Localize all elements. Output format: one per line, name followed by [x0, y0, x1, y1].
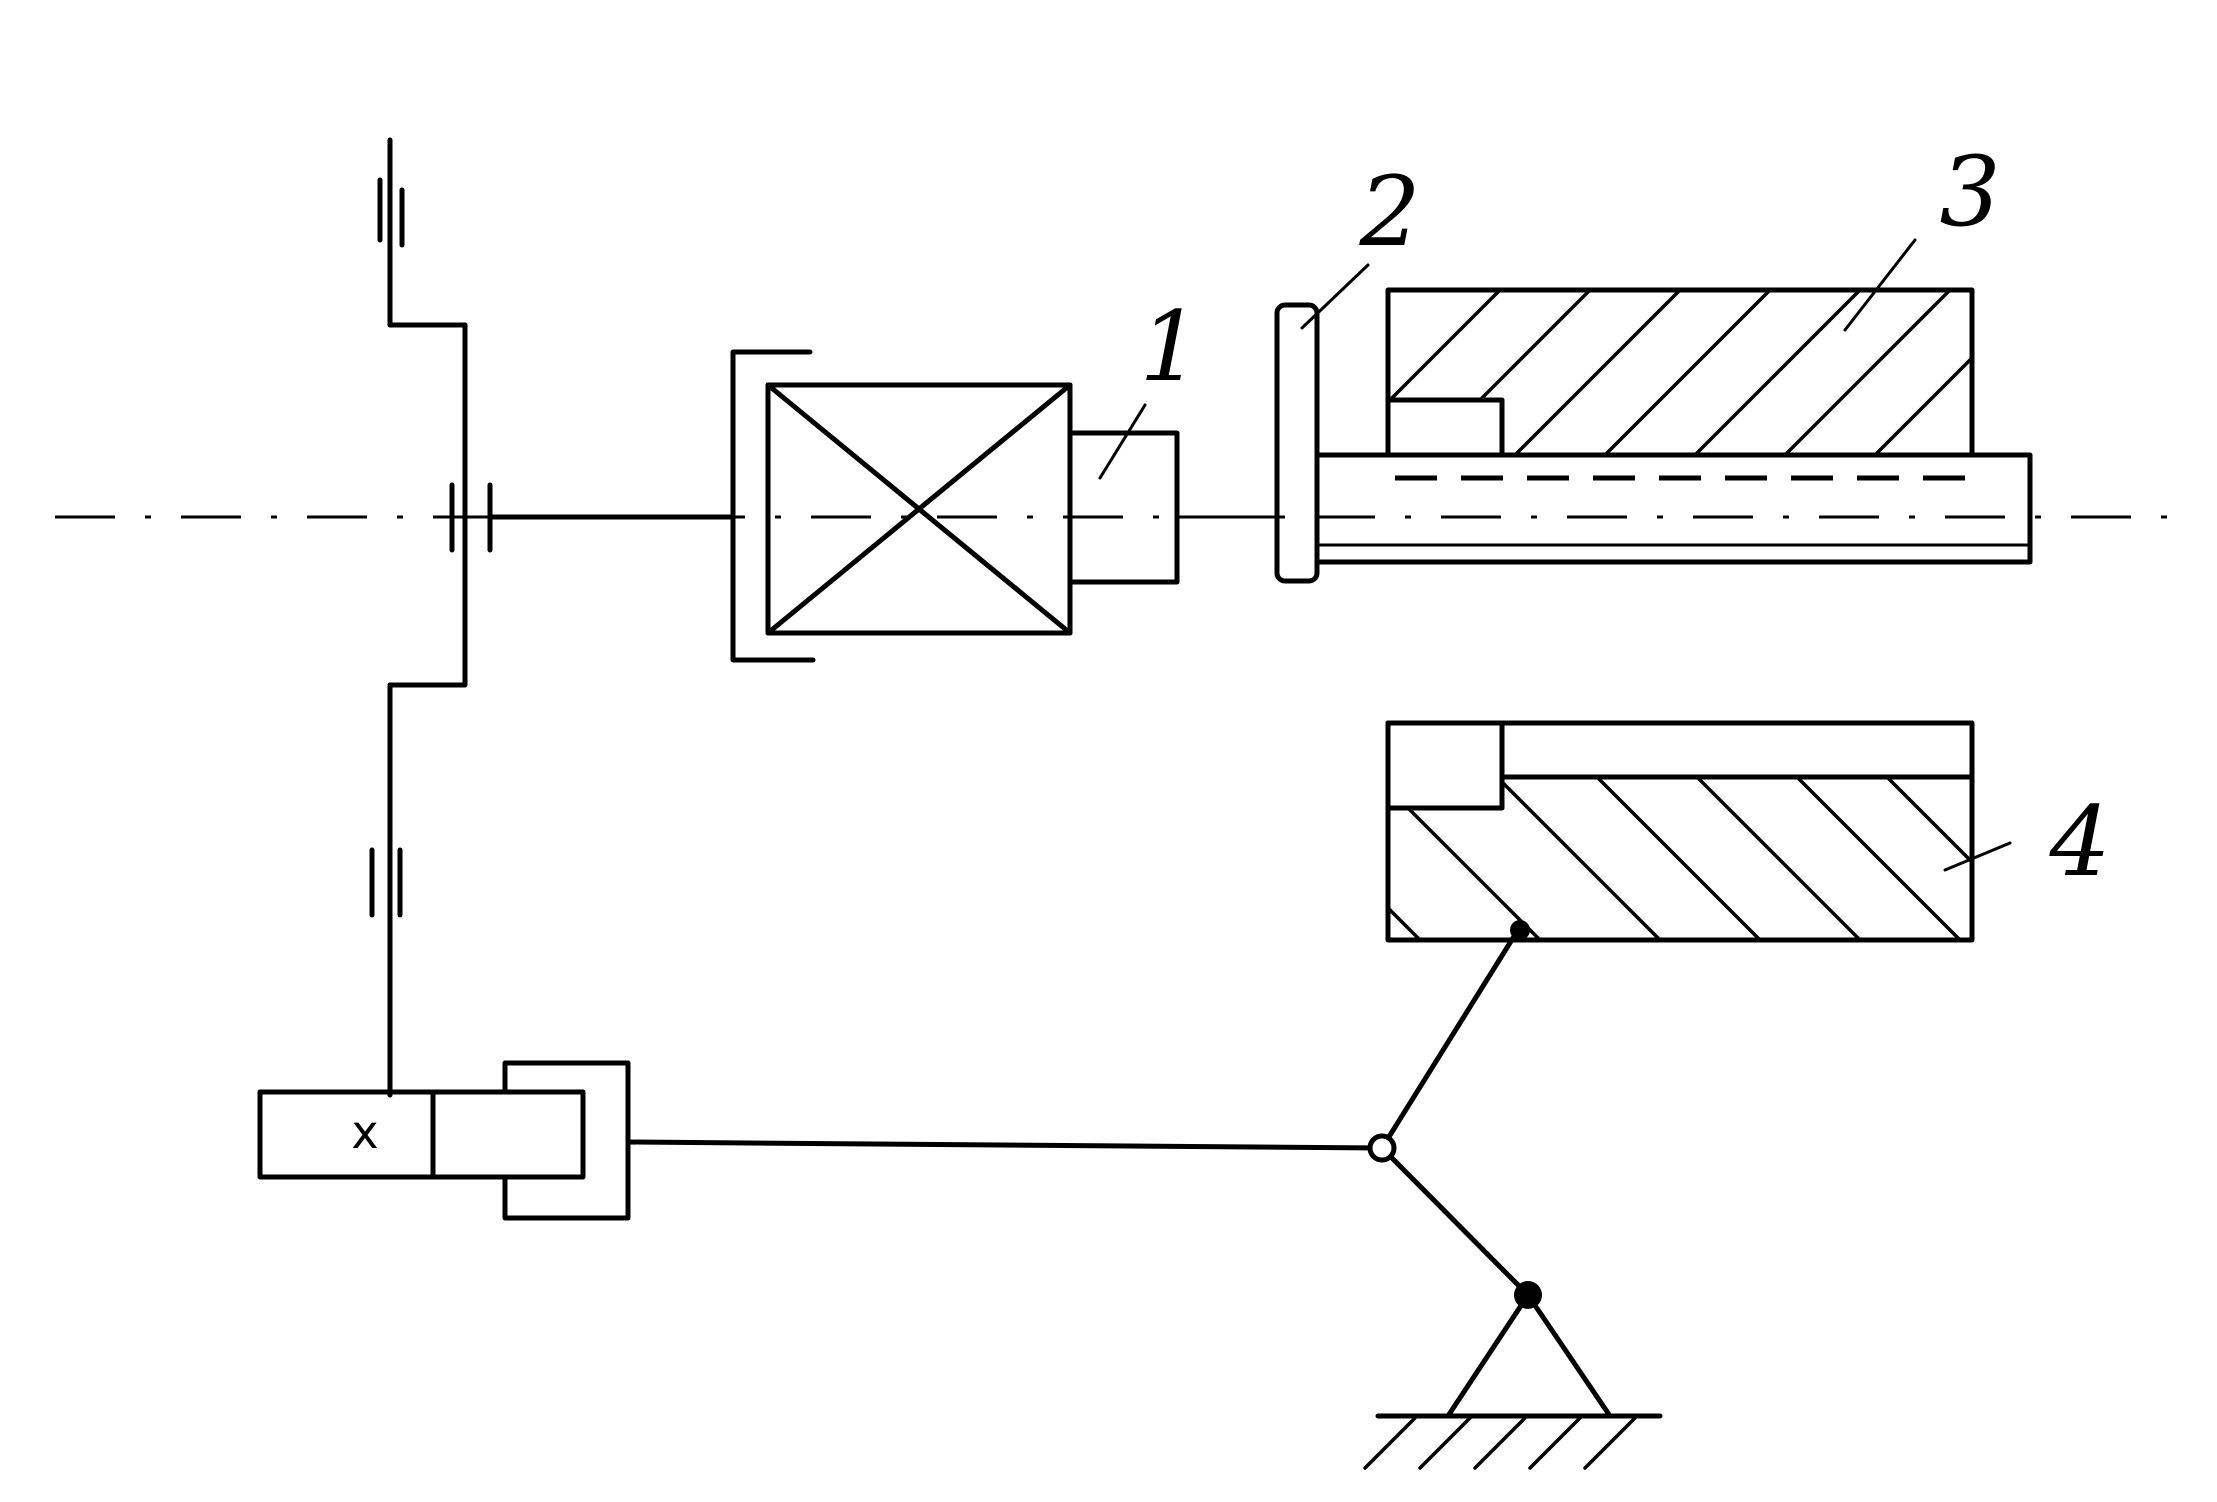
lower-clamp-jaw	[1385, 720, 1505, 811]
spindle-nose	[1067, 430, 1180, 585]
leader-lines	[1098, 238, 2012, 872]
ground-hatch	[1418, 1416, 1472, 1470]
toggle-linkage	[625, 920, 1663, 1470]
support-frame	[1445, 1292, 1613, 1419]
vertical-shaft	[369, 137, 468, 1098]
leader-4	[1943, 841, 2012, 872]
middle-pivot	[1367, 1133, 1397, 1163]
gear-left	[257, 1089, 436, 1180]
lower-clamp-block	[1385, 720, 1975, 943]
leader-1	[1098, 403, 1147, 480]
spindle-unit	[730, 349, 1277, 663]
connecting-rod	[625, 1139, 1385, 1151]
leader-3	[1843, 238, 1917, 332]
ground-hatch	[1363, 1416, 1417, 1470]
spindle-housing	[765, 382, 1073, 636]
tool-disk	[1274, 302, 1320, 584]
label-part-3: 3	[1939, 136, 2000, 248]
upper-pivot	[1510, 920, 1530, 940]
upper-clamp-block	[1385, 287, 1975, 458]
gear-housing	[502, 1060, 631, 1221]
ground-hatch	[1583, 1416, 1637, 1470]
label-part-4: 4	[2048, 786, 2110, 898]
leader-2	[1300, 263, 1370, 330]
gear-right	[430, 1089, 586, 1180]
gear-pair: x	[257, 1060, 631, 1221]
shaft-coupling	[449, 482, 733, 553]
label-part-1: 1	[1139, 291, 1200, 403]
ground-hatch	[1528, 1416, 1582, 1470]
workpiece-bar	[1314, 452, 2033, 565]
upper-clamp-jaw	[1385, 397, 1505, 458]
ground-hatch	[1473, 1416, 1527, 1470]
lower-link	[1379, 1145, 1531, 1298]
label-part-2: 2	[1358, 156, 1420, 268]
upper-link	[1379, 927, 1521, 1151]
gear-mark: x	[351, 1105, 378, 1159]
